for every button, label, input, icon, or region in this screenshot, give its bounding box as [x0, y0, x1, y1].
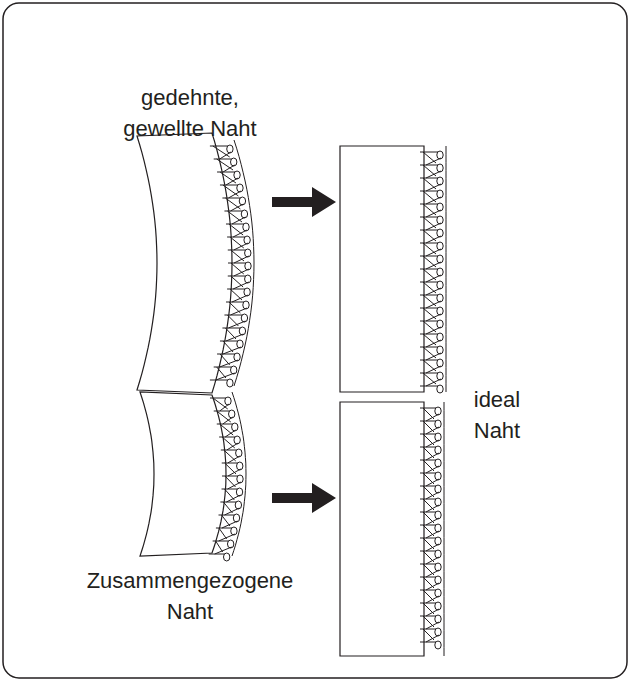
stitch-thread	[420, 408, 439, 642]
fabric-edge	[444, 402, 445, 656]
arrows	[272, 187, 336, 513]
arrow	[272, 187, 336, 217]
fabric-piece	[340, 146, 424, 392]
caption-label: Zusammengezogene Naht	[70, 565, 310, 627]
arrow	[272, 483, 336, 513]
stitch-thread	[420, 152, 441, 386]
fabric-piece	[140, 392, 226, 556]
stitch-thread	[210, 146, 249, 380]
stitch-thread	[209, 398, 241, 554]
caption-label: gedehnte, gewellte Naht	[115, 82, 265, 144]
fabric-edge	[234, 140, 254, 386]
caption-label: ideal Naht	[452, 384, 542, 446]
fabric-piece	[340, 402, 424, 656]
fabric-edge	[446, 146, 447, 392]
fabric-edge	[232, 392, 246, 556]
frame	[3, 3, 627, 678]
